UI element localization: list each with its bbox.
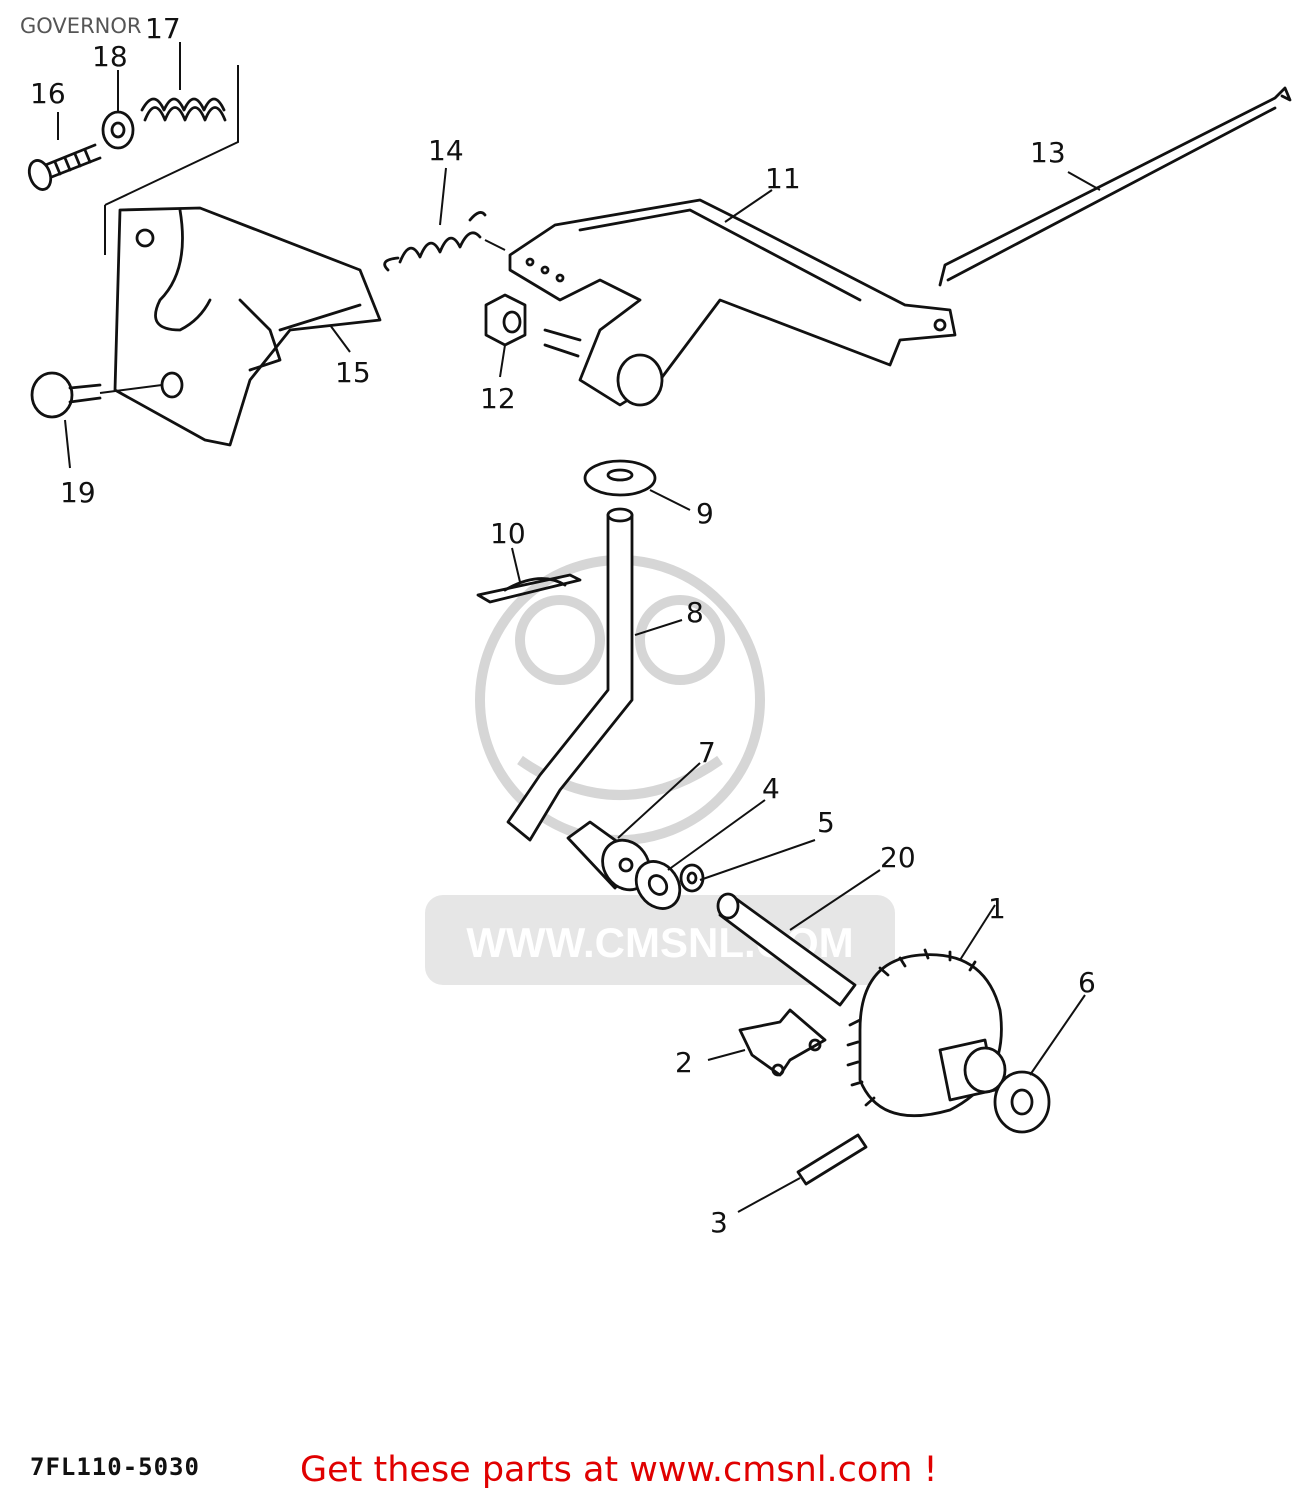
callout-6: 6 [1078,966,1096,999]
callout-17: 17 [145,12,181,45]
callout-9: 9 [696,497,714,530]
part-2-weight [738,1008,827,1077]
leader-lines [57,42,1101,1213]
callout-2: 2 [675,1046,693,1079]
callout-15: 15 [335,356,371,389]
callout-12: 12 [480,382,516,415]
part-15-control-plate [113,206,382,447]
diagram-title: GOVERNOR [20,14,142,38]
callout-7: 7 [698,736,716,769]
callout-4: 4 [762,772,780,805]
part-10-pin [476,573,582,604]
part-8-governor-shaft [506,507,634,842]
part-4-washer [634,860,682,910]
callout-3: 3 [710,1206,728,1239]
part-16-bolt [27,143,102,191]
watermark: WWW.CMSNL.COM [425,555,895,985]
callout-11: 11 [765,162,801,195]
part-20-shaft [716,892,857,1007]
callout-8: 8 [686,596,704,629]
part-14-spring [383,211,487,272]
callout-18: 18 [92,40,128,73]
promo-link[interactable]: Get these parts at www.cmsnl.com ! [300,1450,938,1490]
part-1-governor-gear [846,948,1007,1118]
part-19-bolt [30,371,184,419]
part-9-washer [583,459,657,497]
callout-1: 1 [988,892,1006,925]
part-13-rod [938,86,1292,287]
callout-13: 13 [1030,136,1066,169]
part-6-washer [993,1070,1051,1134]
part-11-governor-lever [508,198,957,407]
callout-10: 10 [490,517,526,550]
part-5-clip [679,863,705,893]
callout-14: 14 [428,134,464,167]
part-7-bush [566,820,651,892]
callout-16: 16 [30,77,66,110]
diagram-code: 7FL110-5030 [30,1453,200,1481]
callout-5: 5 [817,806,835,839]
callout-labels: 1 2 3 4 5 6 7 8 9 10 11 12 13 14 15 16 1… [30,12,1096,1239]
callout-19: 19 [60,476,96,509]
part-18-washer [101,110,135,150]
part-12-nut [484,293,527,347]
part-3-pin [796,1133,868,1186]
callout-20: 20 [880,841,916,874]
part-17-spring [140,97,227,122]
